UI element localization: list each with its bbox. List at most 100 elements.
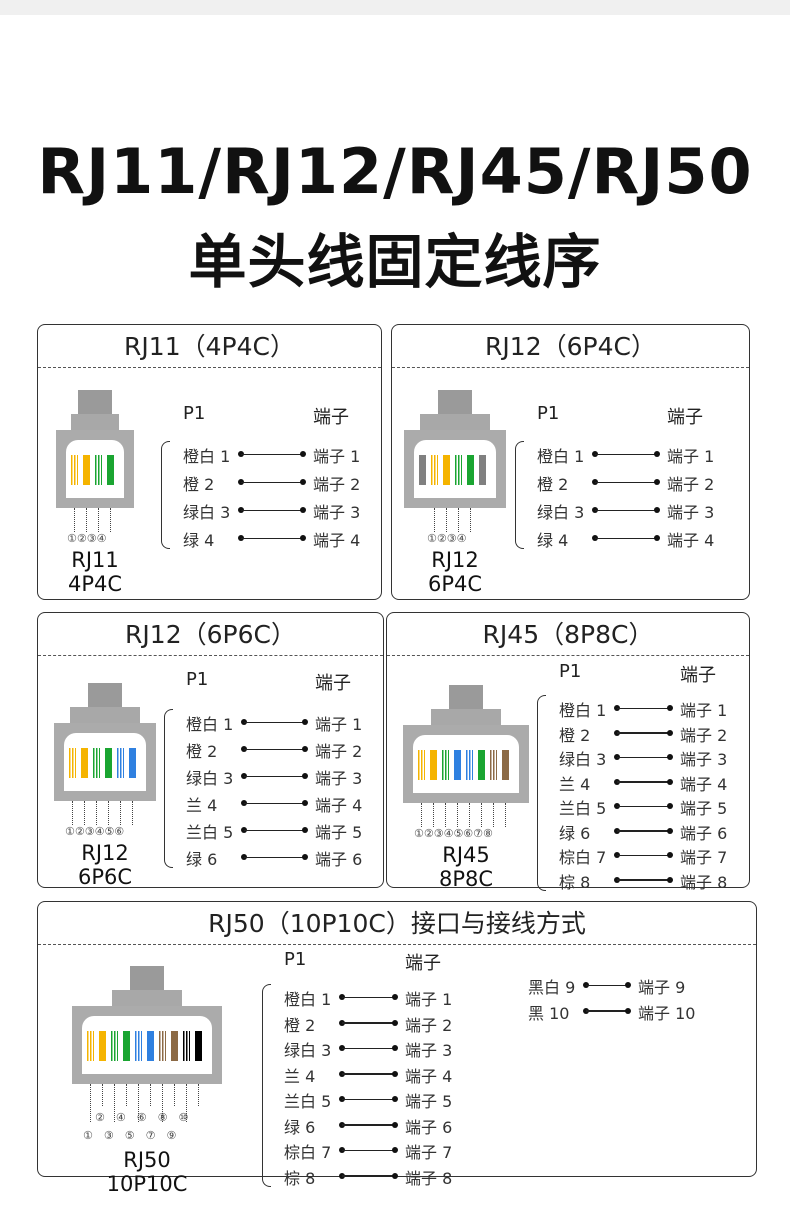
connector-latch (438, 390, 472, 414)
terminal-label: 端子 6 (405, 1117, 453, 1137)
wiring-row: 绿白 3 (559, 746, 606, 770)
terminal-label: 端子 4 (313, 531, 361, 550)
header-p1: P1 (559, 661, 582, 682)
wire-color-label: 兰 4 (186, 796, 218, 815)
pin-lead (493, 803, 494, 827)
wire-color-label: 棕白 7 (284, 1143, 332, 1162)
pin-8-brown (502, 750, 509, 780)
wire-line (595, 537, 657, 539)
wire-line (244, 775, 305, 777)
wire-dot-right (392, 1070, 398, 1077)
terminal-label: 端子 4 (405, 1066, 453, 1086)
wire-color-label: 棕白 7 (559, 848, 607, 867)
wiring-row: 棕白 7 (284, 1139, 331, 1163)
left-brace (262, 984, 271, 1187)
pin-lead (162, 1084, 163, 1122)
pin-5-blue-white (117, 748, 124, 778)
wiring-row: 绿白 3 (284, 1037, 331, 1061)
pin-7-brown-white (490, 750, 497, 780)
pin-8-brown (171, 1031, 178, 1061)
wiring-row: 兰白 5 (186, 819, 233, 843)
wiring-row: 橙 2 (183, 471, 214, 495)
pin-6-blue (129, 748, 136, 778)
wire-dot-right (667, 803, 673, 809)
model-subtype: 4P4C (67, 572, 123, 596)
terminal-label: 端子 3 (667, 503, 715, 522)
wire-line (617, 781, 670, 783)
wiring-row: 橙白 1 (284, 986, 331, 1010)
connector-body (403, 725, 529, 803)
pin-2-orange-white (431, 455, 438, 485)
pin-numbers-odd: ①③⑤⑦⑨ (83, 1129, 188, 1142)
pin-numbers: ①②③④⑤⑥⑦⑧ (414, 827, 493, 840)
wire-dot-right (625, 1007, 631, 1014)
wiring-row: 绿 6 (186, 846, 217, 870)
pin-5-blue-white (135, 1031, 142, 1061)
wire-dot-right (654, 479, 660, 485)
wiring-row: 橙白 1 (559, 697, 606, 721)
wire-line (244, 802, 305, 804)
wire-color-label: 黑白 9 (528, 978, 576, 997)
wiring-row: 棕 8 (559, 869, 590, 893)
wire-line (244, 748, 305, 750)
connector-latch (78, 390, 112, 414)
left-brace (537, 695, 546, 891)
top-band (0, 0, 790, 15)
terminal-label: 端子 2 (667, 475, 715, 494)
terminal-label: 端子 2 (405, 1015, 453, 1035)
model-name: RJ50 (123, 1148, 171, 1172)
wire-color-label: 绿白 3 (186, 769, 234, 788)
wire-dot-right (667, 729, 673, 736)
connector-shoulder (70, 707, 140, 723)
connector-body (56, 430, 134, 508)
wire-color-label: 橙 2 (186, 742, 218, 761)
wiring-row: 兰 4 (559, 771, 590, 795)
pin-lead (108, 801, 109, 825)
wire-color-label: 兰白 5 (284, 1092, 332, 1111)
pin-lead (120, 801, 121, 825)
wire-line (617, 707, 670, 709)
wiring-row: 绿 6 (559, 820, 590, 844)
pin-3-green-white (442, 750, 449, 780)
model-subtype: 8P8C (438, 867, 494, 891)
title-line1: RJ11/RJ12/RJ45/RJ50 (37, 135, 753, 208)
card-title: RJ45（8P8C） (387, 613, 749, 656)
wire-color-label: 橙白 1 (284, 990, 332, 1009)
wiring-row: 橙白 1 (537, 443, 584, 467)
pin-6-gray (479, 455, 486, 485)
card-title: RJ50（10P10C）接口与接线方式 (38, 902, 756, 945)
wire-color-label: 绿 6 (284, 1117, 316, 1137)
left-brace (161, 441, 170, 549)
terminal-label: 端子 4 (315, 796, 363, 815)
pin-lead (186, 1084, 187, 1122)
wire-dot-right (302, 719, 308, 725)
wire-line (241, 509, 303, 511)
pin-1-gray (419, 455, 426, 485)
wire-line (342, 1098, 395, 1100)
wire-color-label: 绿白 3 (559, 750, 607, 769)
terminal-label: 端子 2 (680, 725, 728, 745)
pin-lead (445, 803, 446, 827)
wire-dot-right (654, 507, 660, 513)
wiring-row: 绿白 3 (186, 765, 233, 789)
wire-line (595, 481, 657, 483)
wiring-row: 兰白 5 (559, 795, 606, 819)
wire-line (617, 756, 670, 758)
connector-body (54, 723, 156, 801)
terminal-label: 端子 4 (680, 774, 728, 794)
wire-color-label: 绿 6 (186, 850, 218, 869)
connector-shoulder (420, 414, 490, 430)
wire-color-label: 橙白 1 (537, 447, 585, 466)
wire-line (342, 1022, 395, 1024)
pin-lead (74, 508, 75, 532)
pin-3-green-white (93, 748, 100, 778)
wiring-row: 绿 6 (284, 1114, 315, 1138)
header-terminal: 端子 (315, 673, 351, 694)
connector-latch (449, 685, 483, 709)
connector-latch (88, 683, 122, 707)
